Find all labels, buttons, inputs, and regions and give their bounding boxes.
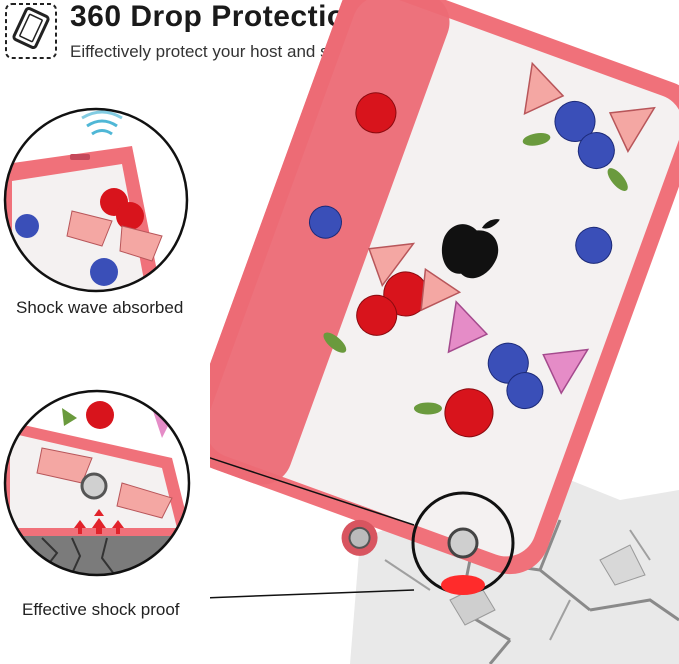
page-subtitle: Eiffectively protect your host and scree… (70, 42, 372, 61)
caption-shock-wave: Shock wave absorbed (16, 298, 184, 317)
tablet-drop-icon (4, 2, 58, 60)
shock-proof-detail (2, 388, 192, 578)
caption-shock-proof: Effective shock proof (22, 600, 180, 619)
pink-tablet-case (210, 0, 679, 664)
shock-wave-detail (2, 106, 190, 294)
page-title: 360 Drop Protection (70, 0, 365, 33)
